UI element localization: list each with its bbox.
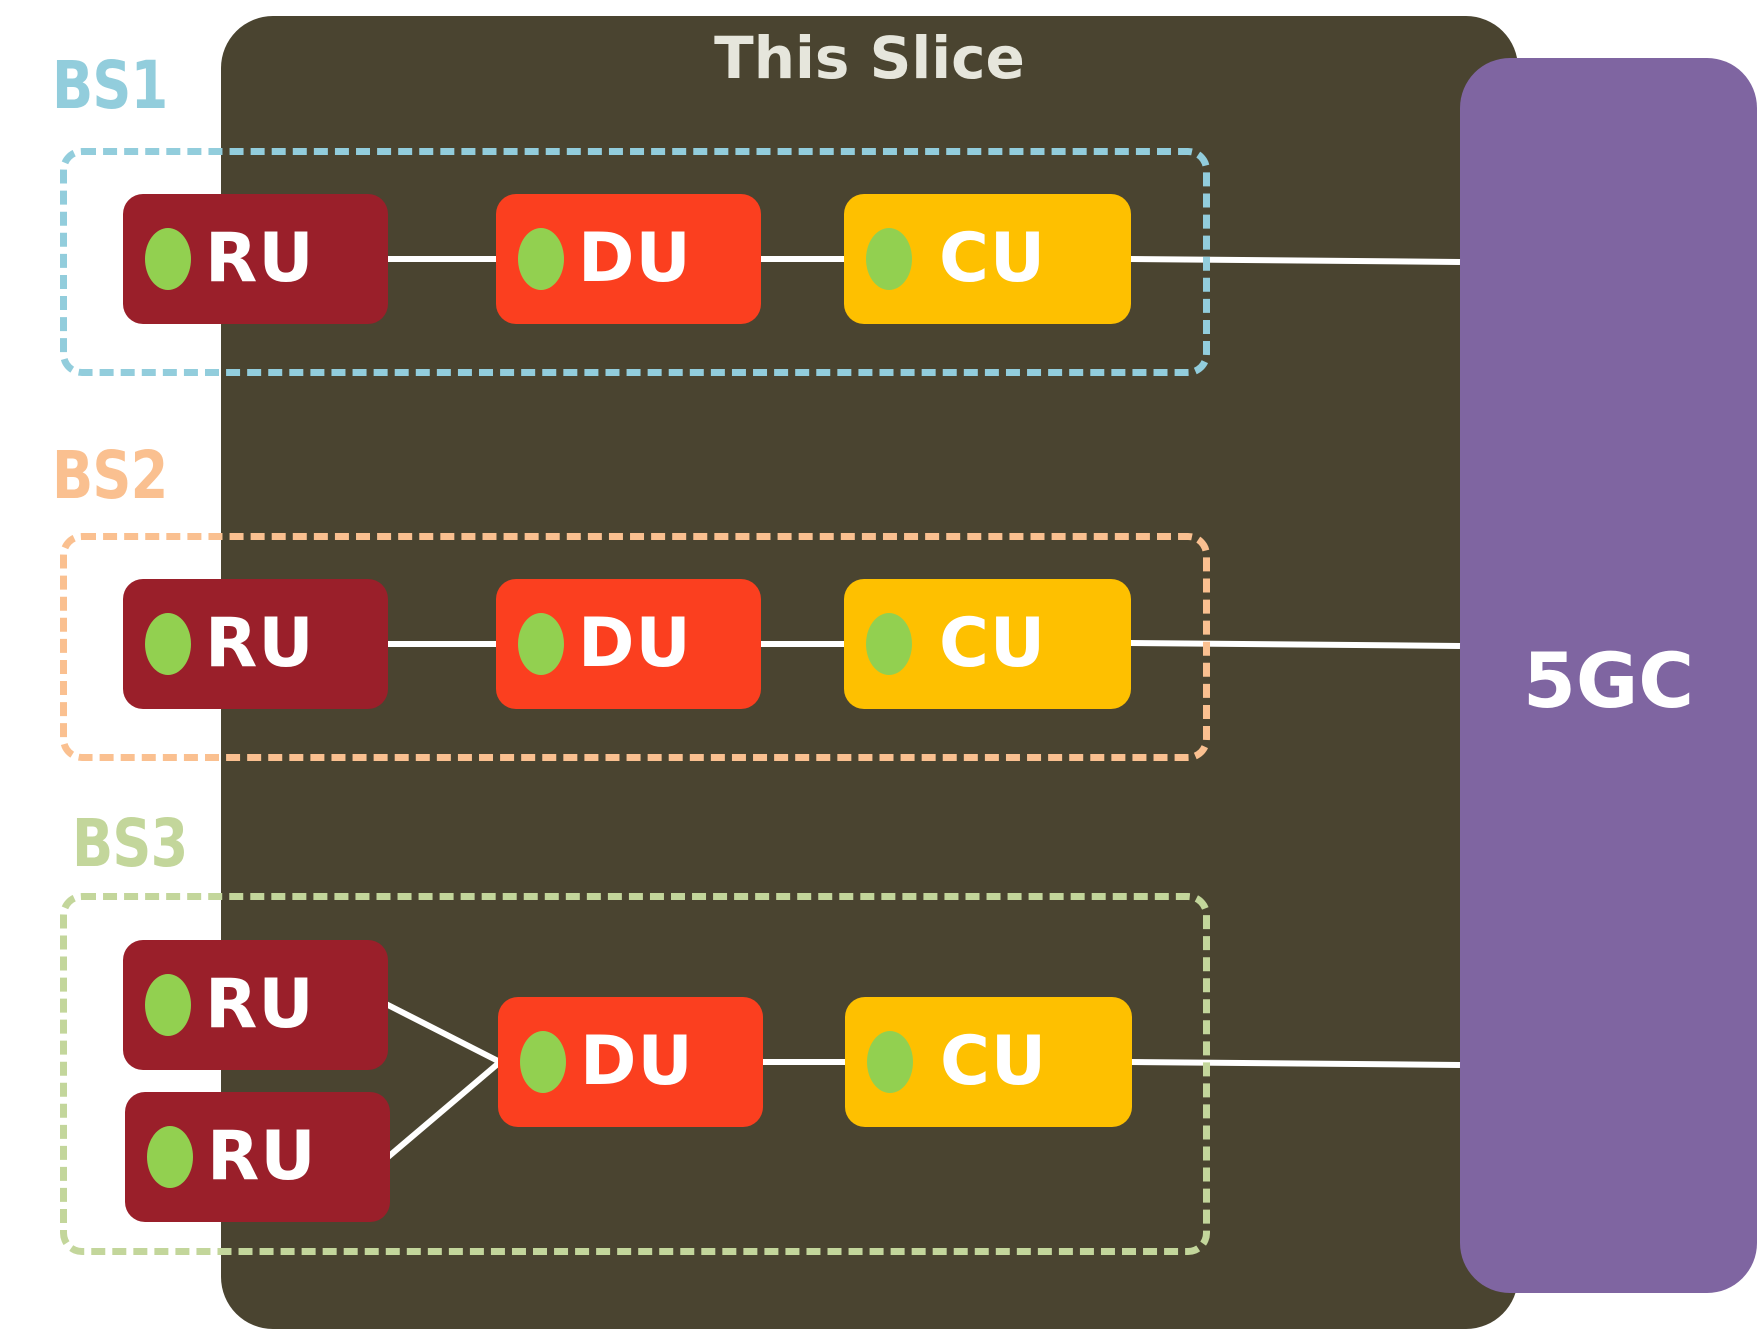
bs2-du-label: DU [578,604,692,683]
bs2-ru-node: RU [123,579,388,709]
bs3-cu-node: CU [845,997,1132,1127]
slice-title: This Slice [714,24,1025,92]
status-dot-icon [518,228,564,290]
status-dot-icon [520,1031,566,1093]
bs1-ru-node: RU [123,194,388,324]
bs1-ru-label: RU [205,219,315,298]
bs3-cu-label: CU [940,1022,1048,1101]
bs3-du-label: DU [580,1022,694,1101]
status-dot-icon [866,613,912,675]
bs3-ru-b-node: RU [125,1092,390,1222]
status-dot-icon [145,613,191,675]
bs1-du-label: DU [578,219,692,298]
bs3-label: BS3 [72,805,188,882]
bs2-cu-label: CU [939,604,1047,683]
bs1-group [60,148,1210,376]
bs3-ru-a-label: RU [205,965,315,1044]
bs1-label: BS1 [52,47,168,124]
bs1-cu-label: CU [939,219,1047,298]
status-dot-icon [147,1126,193,1188]
status-dot-icon [866,228,912,290]
link-bs3-ru-b-du [386,1059,502,1160]
link-bs1-cu-core [1129,256,1461,265]
link-bs3-cu-core [1129,1059,1461,1068]
bs3-ru-a-node: RU [123,940,388,1070]
status-dot-icon [145,974,191,1036]
bs2-du-node: DU [496,579,761,709]
bs1-cu-node: CU [844,194,1131,324]
bs2-label: BS2 [52,437,168,514]
link-bs3-ru-a-du [384,1001,502,1065]
bs1-du-node: DU [496,194,761,324]
bs2-group [60,533,1210,761]
status-dot-icon [145,228,191,290]
core-network-block [1460,58,1757,1293]
core-network-label: 5GC [1522,636,1695,725]
bs3-du-node: DU [498,997,763,1127]
status-dot-icon [518,613,564,675]
bs3-group [60,893,1210,1255]
status-dot-icon [867,1031,913,1093]
bs2-cu-node: CU [844,579,1131,709]
bs3-ru-b-label: RU [207,1117,317,1196]
link-bs2-cu-core [1129,640,1461,649]
bs2-ru-label: RU [205,604,315,683]
